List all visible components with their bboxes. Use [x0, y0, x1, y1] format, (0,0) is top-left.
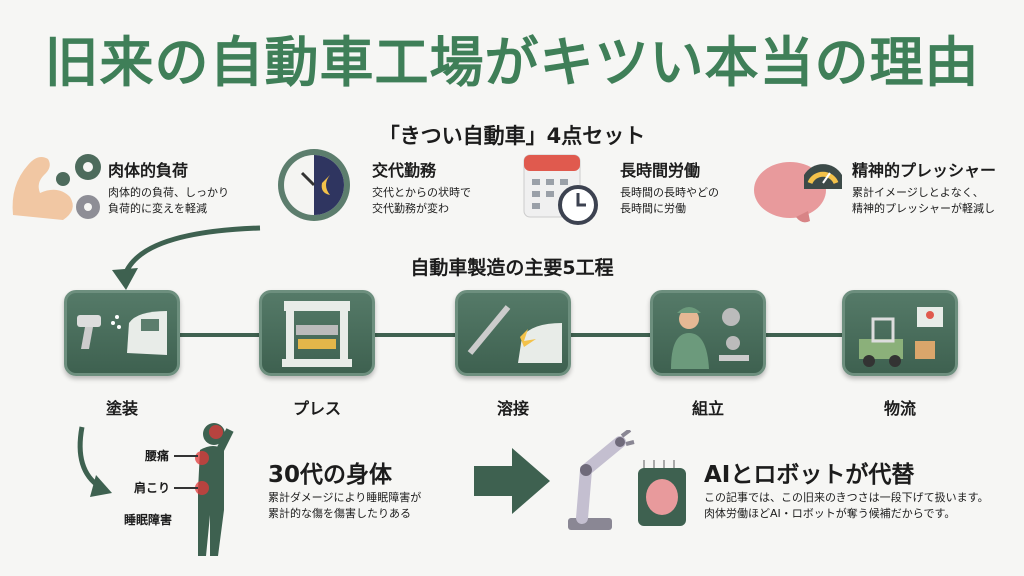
spray-gun-icon	[77, 311, 167, 355]
pain-label-shoulder: 肩こり	[134, 481, 171, 495]
pain-pointer-line	[174, 487, 198, 489]
body-desc: 累計ダメージにより睡眠障害が 累計的な傷を傷害したりある	[268, 490, 421, 522]
hardship-desc: 長時間の長時やどの	[620, 186, 719, 199]
curved-arrow-icon	[112, 225, 261, 290]
hardship-title: 肉体的負荷	[108, 161, 189, 180]
process-label: プレス	[292, 399, 341, 418]
clock-shift-icon	[278, 149, 350, 221]
process-logistics	[842, 290, 958, 376]
robot-arm-chip-icon	[568, 430, 686, 530]
hardship-desc: 長時間に労働	[620, 202, 686, 215]
process-assembly	[650, 290, 766, 376]
process-label: 溶接	[496, 399, 529, 418]
human-figure-icon	[195, 423, 234, 556]
hardship-desc: 交代勤務が変わ	[372, 202, 449, 215]
body-title: 30代の身体	[268, 462, 393, 488]
hardship-title: 長時間労働	[620, 161, 701, 180]
process-welding	[455, 290, 571, 376]
process-label: 物流	[883, 399, 916, 418]
process-press	[259, 290, 375, 376]
welding-icon	[467, 305, 562, 363]
hardship-title: 精神的プレッシャー	[852, 161, 997, 180]
body-desc-line: 累計的な傷を傷害したりある	[268, 507, 411, 520]
hardship-set-title: 「きつい自動車」4点セット	[378, 124, 646, 148]
ai-desc: この記事では、この旧来のきつさは一段下げて扱います。 肉体労働ほどAI・ロボット…	[704, 490, 989, 522]
down-curve-arrow-icon	[77, 426, 112, 497]
brain-gauge-icon	[754, 162, 842, 223]
body-desc-line: 累計ダメージにより睡眠障害が	[268, 491, 422, 504]
hardship-desc: 負荷的に変えを軽減	[108, 202, 207, 215]
pain-label-back: 腰痛	[145, 449, 170, 463]
pain-pointer-line	[174, 455, 198, 457]
hardship-desc: 累計イメージしとよなく、	[852, 186, 984, 199]
process-painting	[64, 290, 180, 376]
forklift-icon	[859, 307, 943, 367]
pain-label-sleep: 睡眠障害	[124, 513, 173, 527]
hardship-desc: 肉体的の負荷、しっかり	[108, 186, 229, 199]
hardship-desc: 交代とからの状時で	[372, 186, 471, 199]
ai-desc-line: この記事では、この旧来のきつさは一段下げて扱います。	[704, 491, 989, 504]
big-right-arrow-icon	[474, 448, 550, 514]
ai-desc-line: 肉体労働ほどAI・ロボットが奪う候補だからです。	[704, 507, 956, 520]
process-label: 塗装	[105, 399, 138, 418]
process-label: 組立	[691, 399, 724, 418]
calendar-clock-icon	[523, 154, 598, 225]
ai-title: AIとロボットが代替	[704, 462, 915, 488]
hardship-title: 交代勤務	[372, 161, 437, 180]
hardship-desc: 精神的プレッシャーが軽減し	[852, 202, 995, 215]
muscle-gear-icon	[12, 154, 101, 220]
process-title: 自動車製造の主要5工程	[410, 257, 614, 279]
press-machine-icon	[282, 301, 352, 367]
assembly-worker-icon	[671, 307, 749, 369]
main-title: 旧来の自動車工場がキツい本当の理由	[44, 31, 980, 94]
